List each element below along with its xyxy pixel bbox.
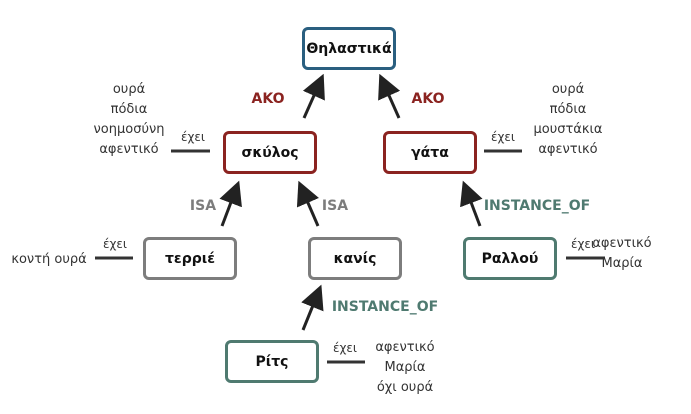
label-isa-poodle: ISA <box>321 198 349 214</box>
arrow-rits-poodle <box>301 284 324 331</box>
label-ako-cat: AKO <box>411 91 445 107</box>
has-label-rallou: έχει <box>571 237 595 251</box>
label-instance-rallou: INSTANCE_OF <box>483 198 591 214</box>
has-label-terrier: έχει <box>103 237 127 251</box>
label-instance-rits: INSTANCE_OF <box>331 299 439 315</box>
attribute: μουστάκια <box>533 122 603 137</box>
attributes-cat: ουρά πόδια μουστάκια αφεντικό <box>533 80 602 160</box>
has-label-cat: έχει <box>491 130 515 144</box>
node-terrier: τερριέ <box>143 237 237 280</box>
node-mammal: Θηλαστικά <box>302 27 396 70</box>
attributes-rallou: αφεντικό Μαρία <box>592 234 651 274</box>
node-dog: σκύλος <box>223 131 317 174</box>
arrow-cat-mammal <box>378 73 401 119</box>
attribute: ουρά <box>112 82 146 97</box>
arrow-poodle-dog <box>296 180 320 227</box>
arrow-rallou-cat <box>460 180 483 227</box>
attribute: νοημοσύνη <box>93 122 165 137</box>
attribute: ουρά <box>551 82 585 97</box>
attribute: αφεντικό <box>538 142 598 157</box>
attributes-terrier: κοντή ουρά <box>11 250 86 270</box>
attribute: Μαρία <box>601 256 643 271</box>
node-cat: γάτα <box>383 131 477 174</box>
label-isa-terrier: ISA <box>189 198 217 214</box>
has-label-dog: έχει <box>181 130 205 144</box>
attribute: αφεντικό <box>592 236 652 251</box>
attribute: όχι ουρά <box>376 380 434 395</box>
attribute: πόδια <box>110 102 148 117</box>
node-rallou: Ραλλού <box>463 237 557 280</box>
attribute: κοντή ουρά <box>11 252 87 267</box>
has-label-rits: έχει <box>333 341 357 355</box>
attribute: πόδια <box>549 102 587 117</box>
attributes-rits: αφεντικό Μαρία όχι ουρά <box>375 338 434 398</box>
arrow-dog-mammal <box>302 73 325 119</box>
arrow-terrier-dog <box>219 180 242 227</box>
attributes-dog: ουρά πόδια νοημοσύνη αφεντικό <box>94 80 165 160</box>
node-rits: Ρίτς <box>225 340 319 383</box>
attribute: Μαρία <box>384 360 426 375</box>
node-poodle: κανίς <box>308 237 402 280</box>
attribute: αφεντικό <box>375 340 435 355</box>
attribute: αφεντικό <box>99 142 159 157</box>
label-ako-dog: AKO <box>251 91 285 107</box>
